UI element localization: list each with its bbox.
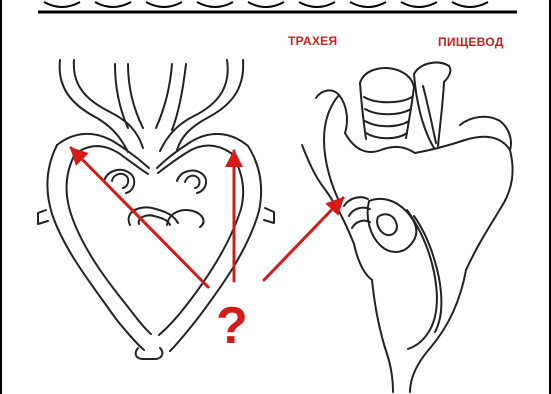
question-mark-icon: ? [216, 300, 248, 352]
right-aorta-diagram [302, 63, 513, 392]
trachea-label: ТРАХЕЯ [288, 34, 337, 48]
arrow-to-aorta-root [264, 198, 343, 280]
esophagus-label: ПИЩЕВОД [438, 35, 504, 49]
red-arrows [71, 148, 343, 287]
top-cropped-banner [2, 0, 551, 14]
